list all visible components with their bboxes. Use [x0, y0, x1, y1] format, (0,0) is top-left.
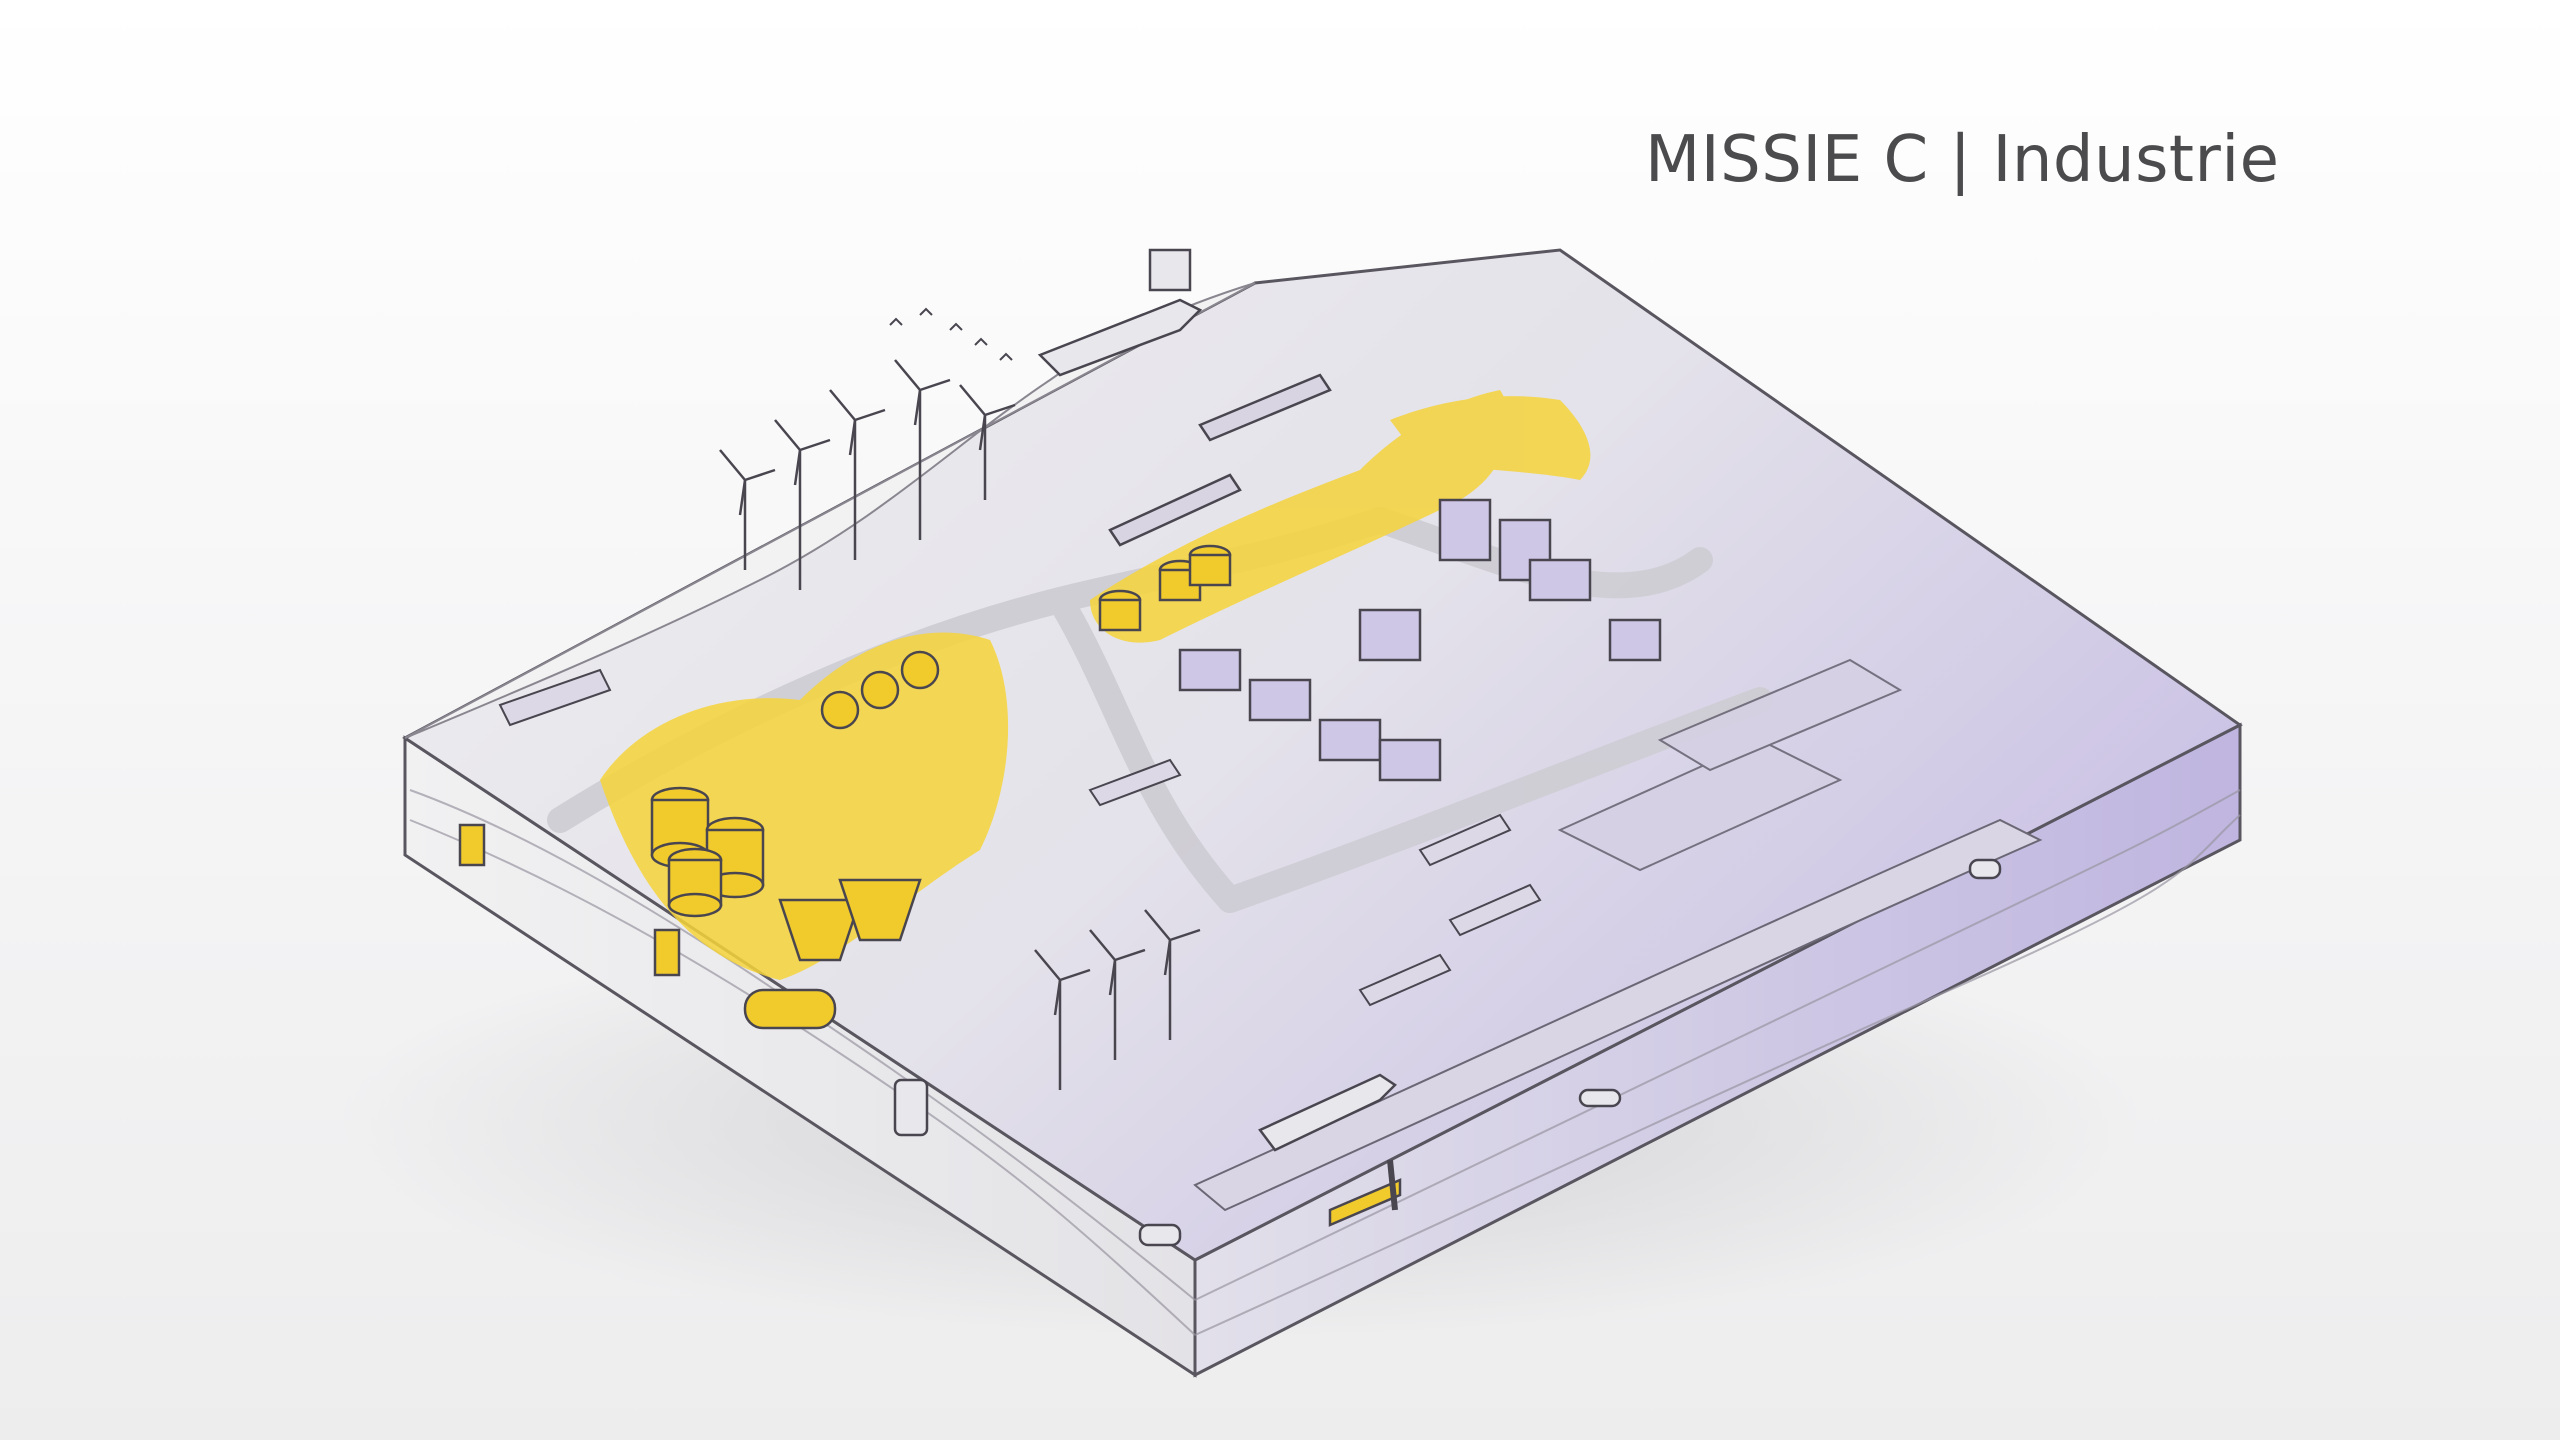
solar-panels: [498, 668, 1542, 1007]
wind-turbine: [829, 389, 886, 560]
wind-turbine: [959, 384, 1016, 500]
spherical-tanks: [820, 650, 940, 730]
wind-turbine: [1144, 909, 1201, 1040]
wind-turbines: [719, 359, 1201, 1090]
wind-turbine: [1034, 949, 1091, 1090]
soil-strata: [409, 789, 2241, 1336]
ships: [1037, 248, 1397, 1152]
page-title: MISSIE C | Industrie: [1645, 123, 2280, 197]
industry-zone-terminal: [1390, 396, 1591, 480]
underground-pipes-grey: [893, 858, 2002, 1247]
cargo-barge: [1258, 1073, 1397, 1152]
wind-turbine: [894, 359, 951, 540]
wind-turbine: [719, 449, 776, 570]
birds: [889, 307, 1013, 361]
cooling-towers: [778, 878, 922, 962]
underground-pipes: [458, 823, 1402, 1227]
farm-fields: [1557, 658, 1903, 872]
river: [1193, 818, 2043, 1212]
town-buildings: [1178, 498, 1662, 782]
wind-turbine: [1089, 929, 1146, 1060]
trains: [1108, 373, 1332, 547]
wind-turbine: [774, 419, 831, 590]
storage-tanks: [650, 544, 1232, 918]
tanker-ship: [1037, 298, 1203, 377]
